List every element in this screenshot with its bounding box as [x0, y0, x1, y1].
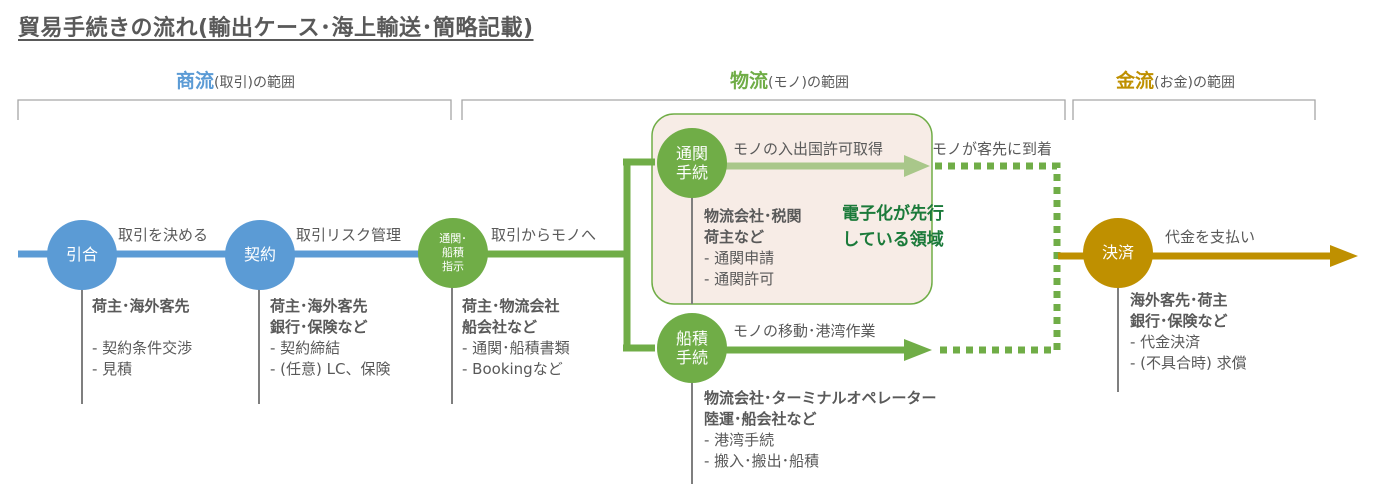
info-customs-party-1: 物流会社･税関 [704, 207, 802, 225]
info-inquiry-item-2: - 見積 [92, 360, 133, 378]
node-shipping-instruction[interactable]: 通関･ 船積 指示 [418, 218, 488, 288]
zone-label-butsuryu: 物流(モノ)の範囲 [730, 66, 849, 93]
info-contract-party-1: 荷主･海外客先 [270, 297, 368, 315]
info-contract-item-2: - (任意) LC、保険 [270, 360, 391, 378]
zone-highlight-kinryu: 金流 [1116, 70, 1155, 92]
info-settlement-party-2: 銀行･保険など [1130, 312, 1228, 330]
info-customs-item-1: - 通関申請 [704, 249, 775, 267]
node-shipping-instruction-label: 通関･ 船積 指示 [439, 232, 467, 273]
zone-highlight-butsuryu: 物流 [730, 70, 769, 92]
arrival-dotted-route [935, 162, 1061, 354]
label-inquiry-to-contract: 取引を決める [118, 226, 209, 244]
info-loading-item-2: - 搬入･搬出･船積 [704, 452, 820, 470]
info-inquiry: 荷主･海外客先 - 契約条件交渉 - 見積 [92, 296, 192, 380]
info-contract: 荷主･海外客先 銀行･保険など - 契約締結 - (任意) LC、保険 [270, 296, 390, 380]
digitalized-area-callout: 電子化が先行 している領域 [842, 201, 944, 253]
node-customs-label: 通関 手続 [675, 143, 708, 182]
settlement-arrow-head [1330, 245, 1358, 267]
node-settlement[interactable]: 決済 [1083, 218, 1153, 288]
info-customs-item-2: - 通関許可 [704, 270, 775, 288]
node-contract[interactable]: 契約 [225, 220, 295, 290]
node-customs[interactable]: 通関 手続 [657, 128, 727, 198]
info-customs-party-2: 荷主など [704, 228, 765, 246]
zone-suffix-butsuryu: (モノ)の範囲 [768, 75, 849, 91]
zone-suffix-shoryu: (取引)の範囲 [214, 75, 295, 91]
info-instruction-party-1: 荷主･物流会社 [462, 297, 560, 315]
butsuryu-bracket [461, 99, 1066, 120]
info-loading-item-1: - 港湾手続 [704, 431, 775, 449]
zone-label-shoryu: 商流(取引)の範囲 [176, 66, 295, 93]
info-settlement: 海外客先･荷主 銀行･保険など - 代金決済 - (不具合時) 求償 [1130, 290, 1247, 374]
info-loading-party-2: 陸運･船会社など [704, 410, 817, 428]
kinryu-bracket [1072, 99, 1316, 120]
shoryu-bracket [17, 99, 452, 120]
info-loading-party-1: 物流会社･ターミナルオペレーター [704, 389, 937, 407]
label-loading: モノの移動･港湾作業 [733, 322, 876, 340]
node-inquiry[interactable]: 引合 [47, 220, 117, 290]
info-instruction-item-1: - 通関･船積書類 [462, 339, 570, 357]
info-settlement-party-1: 海外客先･荷主 [1130, 291, 1228, 309]
label-customs: モノの入出国許可取得 [733, 140, 884, 158]
label-settlement: 代金を支払い [1165, 228, 1256, 246]
info-instruction-party-2: 船会社など [462, 318, 538, 336]
info-settlement-item-1: - 代金決済 [1130, 333, 1201, 351]
info-settlement-item-2: - (不具合時) 求償 [1130, 354, 1247, 372]
callout-line-2: している領域 [842, 230, 944, 250]
zone-highlight-shoryu: 商流 [176, 70, 215, 92]
node-loading-label: 船積 手続 [675, 328, 708, 367]
info-instruction-item-2: - Bookingなど [462, 360, 563, 378]
page-title: 貿易手続きの流れ(輸出ケース･海上輸送･簡略記載) [18, 16, 534, 41]
customs-arrow-head [904, 155, 930, 177]
node-inquiry-label: 引合 [65, 245, 98, 265]
info-instruction: 荷主･物流会社 船会社など - 通関･船積書類 - Bookingなど [462, 296, 570, 380]
node-loading[interactable]: 船積 手続 [657, 313, 727, 383]
info-contract-party-2: 銀行･保険など [270, 318, 368, 336]
node-contract-label: 契約 [243, 245, 276, 265]
info-customs: 物流会社･税関 荷主など - 通関申請 - 通関許可 [704, 206, 802, 290]
callout-line-1: 電子化が先行 [842, 204, 944, 224]
info-inquiry-item-1: - 契約条件交渉 [92, 339, 193, 357]
loading-arrow-head [904, 339, 932, 361]
label-instruction-onward: 取引からモノへ [491, 226, 597, 244]
zone-label-kinryu: 金流(お金)の範囲 [1116, 66, 1235, 93]
label-arrival: モノが客先に到着 [932, 140, 1053, 158]
info-contract-item-1: - 契約締結 [270, 339, 341, 357]
info-inquiry-party-1: 荷主･海外客先 [92, 297, 190, 315]
info-loading: 物流会社･ターミナルオペレーター 陸運･船会社など - 港湾手続 - 搬入･搬出… [704, 388, 937, 472]
flow-line-butsuryu-branch [485, 162, 631, 348]
zone-suffix-kinryu: (お金)の範囲 [1154, 75, 1235, 91]
node-settlement-label: 決済 [1101, 243, 1134, 263]
label-contract-to-instruction: 取引リスク管理 [296, 226, 402, 244]
